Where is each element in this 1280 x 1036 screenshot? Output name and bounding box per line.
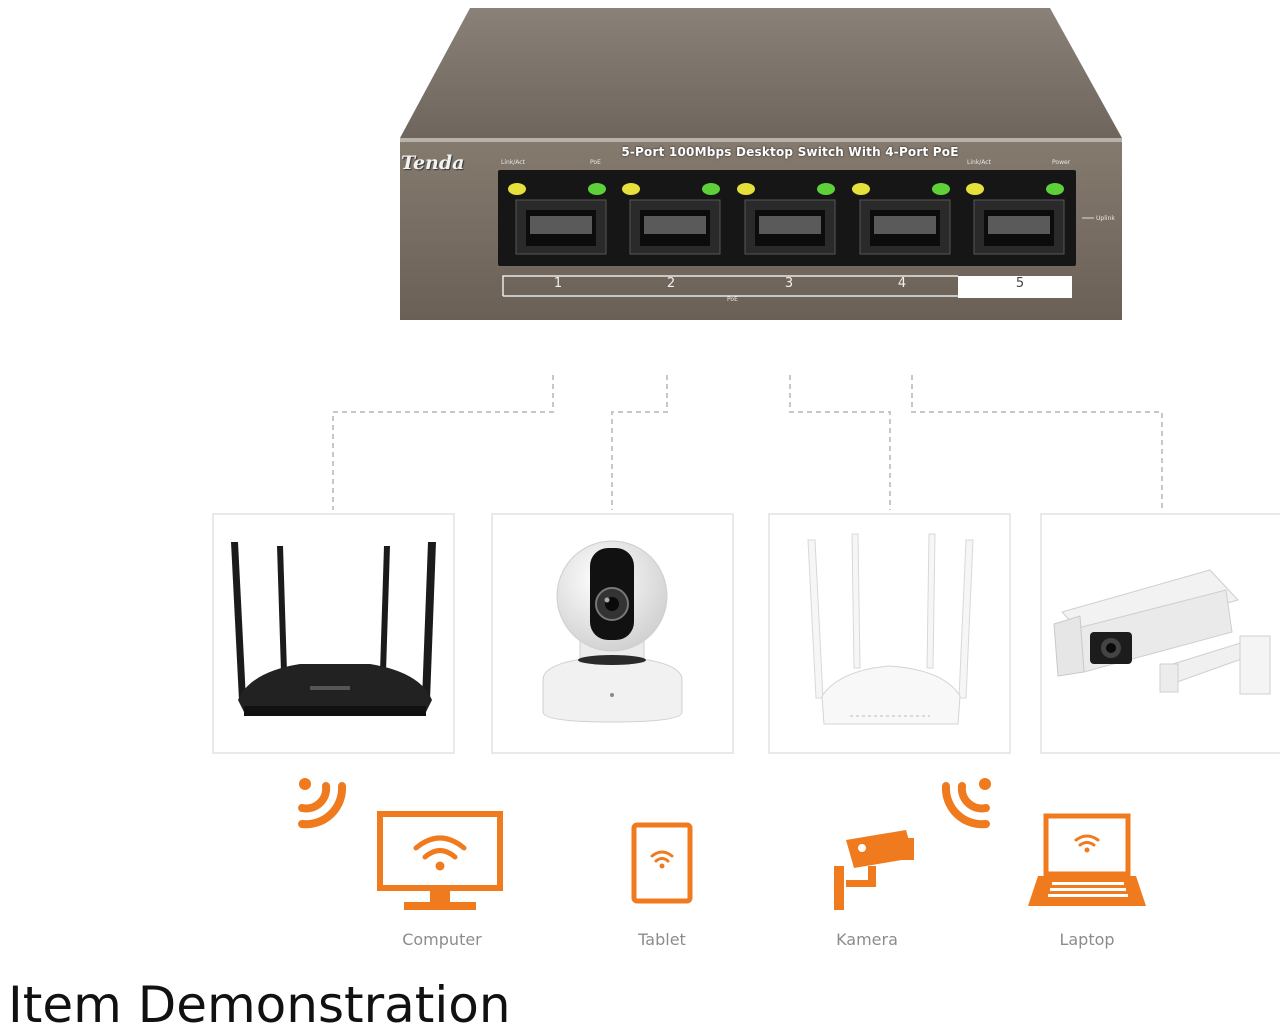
brand-logo: Tenda — [401, 152, 465, 174]
camera-icon — [542, 540, 683, 723]
port-number-3: 3 — [784, 276, 794, 291]
rj45-pins — [759, 216, 821, 234]
led-green-icon — [588, 183, 606, 195]
rj45-pins — [988, 216, 1050, 234]
poe-bracket — [502, 275, 958, 296]
port-number-5: 5 — [1015, 276, 1025, 291]
client-label-computer: Computer — [402, 930, 482, 949]
switch-model-title: 5-Port 100Mbps Desktop Switch With 4-Por… — [621, 145, 959, 159]
link-act-label: Link/Act — [967, 159, 991, 166]
led-green-icon — [702, 183, 720, 195]
ethernet-port-4 — [852, 183, 951, 255]
cctv-icon — [1053, 569, 1271, 695]
monitor-wifi-icon — [377, 811, 503, 910]
led-yellow-icon — [966, 183, 984, 195]
link-act-label: Link/Act — [501, 159, 525, 166]
power-label: Power — [1052, 159, 1071, 166]
laptop-wifi-icon — [1028, 813, 1146, 906]
led-green-icon — [932, 183, 950, 195]
connection-lines — [332, 375, 1163, 510]
wireless-signal-icon — [298, 778, 347, 829]
link-line-2 — [611, 375, 668, 510]
poe-label: PoE — [590, 159, 601, 166]
poe-group-label: PoE — [727, 296, 738, 303]
wireless-signal-icon — [941, 778, 991, 829]
ethernet-port-2 — [622, 183, 721, 255]
link-line-4 — [911, 375, 1163, 510]
router-icon — [807, 533, 974, 725]
led-yellow-icon — [508, 183, 526, 195]
switch-top — [400, 8, 1122, 138]
uplink-label: Uplink — [1096, 215, 1115, 222]
rj45-pins — [644, 216, 706, 234]
led-yellow-icon — [737, 183, 755, 195]
client-label-tablet: Tablet — [638, 930, 686, 949]
link-line-3 — [789, 375, 891, 510]
ethernet-ports — [508, 183, 1065, 255]
client-label-kamera: Kamera — [836, 930, 898, 949]
router-icon — [231, 542, 436, 716]
ethernet-port-3 — [737, 183, 836, 255]
ethernet-port-1 — [508, 183, 607, 255]
cctv-icon — [834, 830, 914, 910]
led-green-icon — [1046, 183, 1064, 195]
rj45-pins — [530, 216, 592, 234]
link-line-1 — [332, 375, 554, 510]
device-box-1 — [212, 513, 455, 754]
port-number-1: 1 — [553, 276, 563, 291]
ethernet-port-5 — [966, 183, 1065, 255]
led-green-icon — [817, 183, 835, 195]
tablet-wifi-icon — [631, 822, 693, 904]
rj45-pins — [874, 216, 936, 234]
switch-edge — [400, 138, 1122, 142]
port-number-4: 4 — [897, 276, 907, 291]
uplink-port-label-box — [958, 276, 1072, 298]
caption-title: Item Demonstration — [8, 976, 511, 1034]
led-yellow-icon — [622, 183, 640, 195]
led-yellow-icon — [852, 183, 870, 195]
port-number-2: 2 — [666, 276, 676, 291]
poe-switch — [400, 8, 1122, 320]
client-label-laptop: Laptop — [1059, 930, 1115, 949]
